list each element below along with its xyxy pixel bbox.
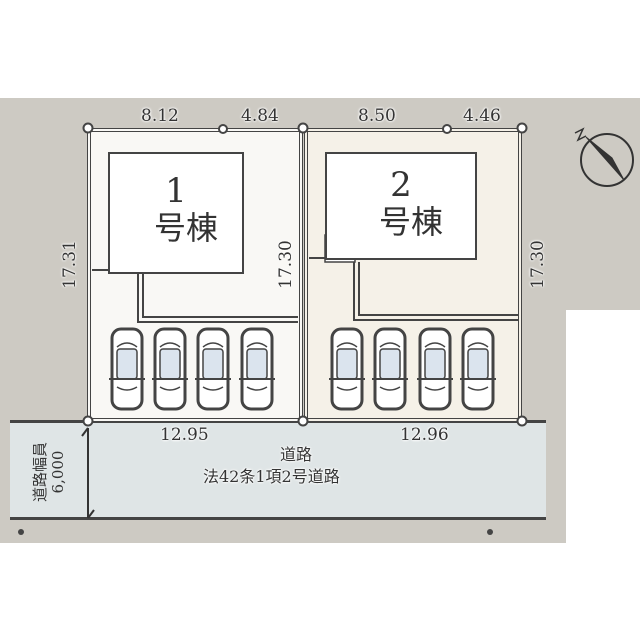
parked-car-icon: [195, 327, 231, 411]
parked-car-icon: [417, 327, 453, 411]
dim-lot1-left: 17.31: [59, 240, 80, 289]
parked-car-icon: [109, 327, 145, 411]
road-width-value: 6,000: [49, 450, 67, 494]
parked-car-icon: [239, 327, 275, 411]
dim-lot1-top-right: 4.84: [241, 106, 279, 126]
building-label: 号棟: [153, 209, 218, 247]
parked-car-icon: [152, 327, 188, 411]
building-number: 1: [165, 171, 187, 211]
dim-lot2-right: 17.30: [527, 240, 548, 289]
dim-lot1-right: 17.30: [275, 240, 296, 289]
building-label: 号棟: [378, 203, 443, 241]
building-1[interactable]: 1 号棟: [108, 152, 244, 274]
lot2-fence: [358, 262, 518, 316]
road-type: 法42条1項2号道路: [203, 467, 340, 486]
lot2-fence: [353, 262, 518, 321]
dim-lot2-top-right: 4.46: [463, 106, 501, 126]
dim-lot1-bottom: 12.95: [160, 425, 209, 445]
road-title: 道路: [280, 445, 313, 464]
road-marker: [18, 529, 493, 535]
lot1-fence: [137, 268, 298, 323]
dim-lot2-top-left: 8.50: [358, 106, 396, 126]
dim-lot2-bottom: 12.96: [400, 425, 449, 445]
dim-lot1-top-left: 8.12: [141, 106, 179, 126]
building-number: 2: [390, 165, 412, 205]
road-width-label: 道路幅員 6,000: [31, 429, 71, 515]
compass-icon: [574, 127, 634, 187]
parked-car-icon: [460, 327, 496, 411]
parked-car-icon: [329, 327, 365, 411]
road-width-arrow: [81, 427, 95, 519]
road: [10, 420, 546, 520]
parked-car-icon: [372, 327, 408, 411]
boundary-marker: [82, 122, 528, 427]
road-width-title: 道路幅員: [31, 442, 49, 503]
building-2[interactable]: 2 号棟: [325, 152, 477, 260]
lot1-fence: [142, 268, 298, 318]
